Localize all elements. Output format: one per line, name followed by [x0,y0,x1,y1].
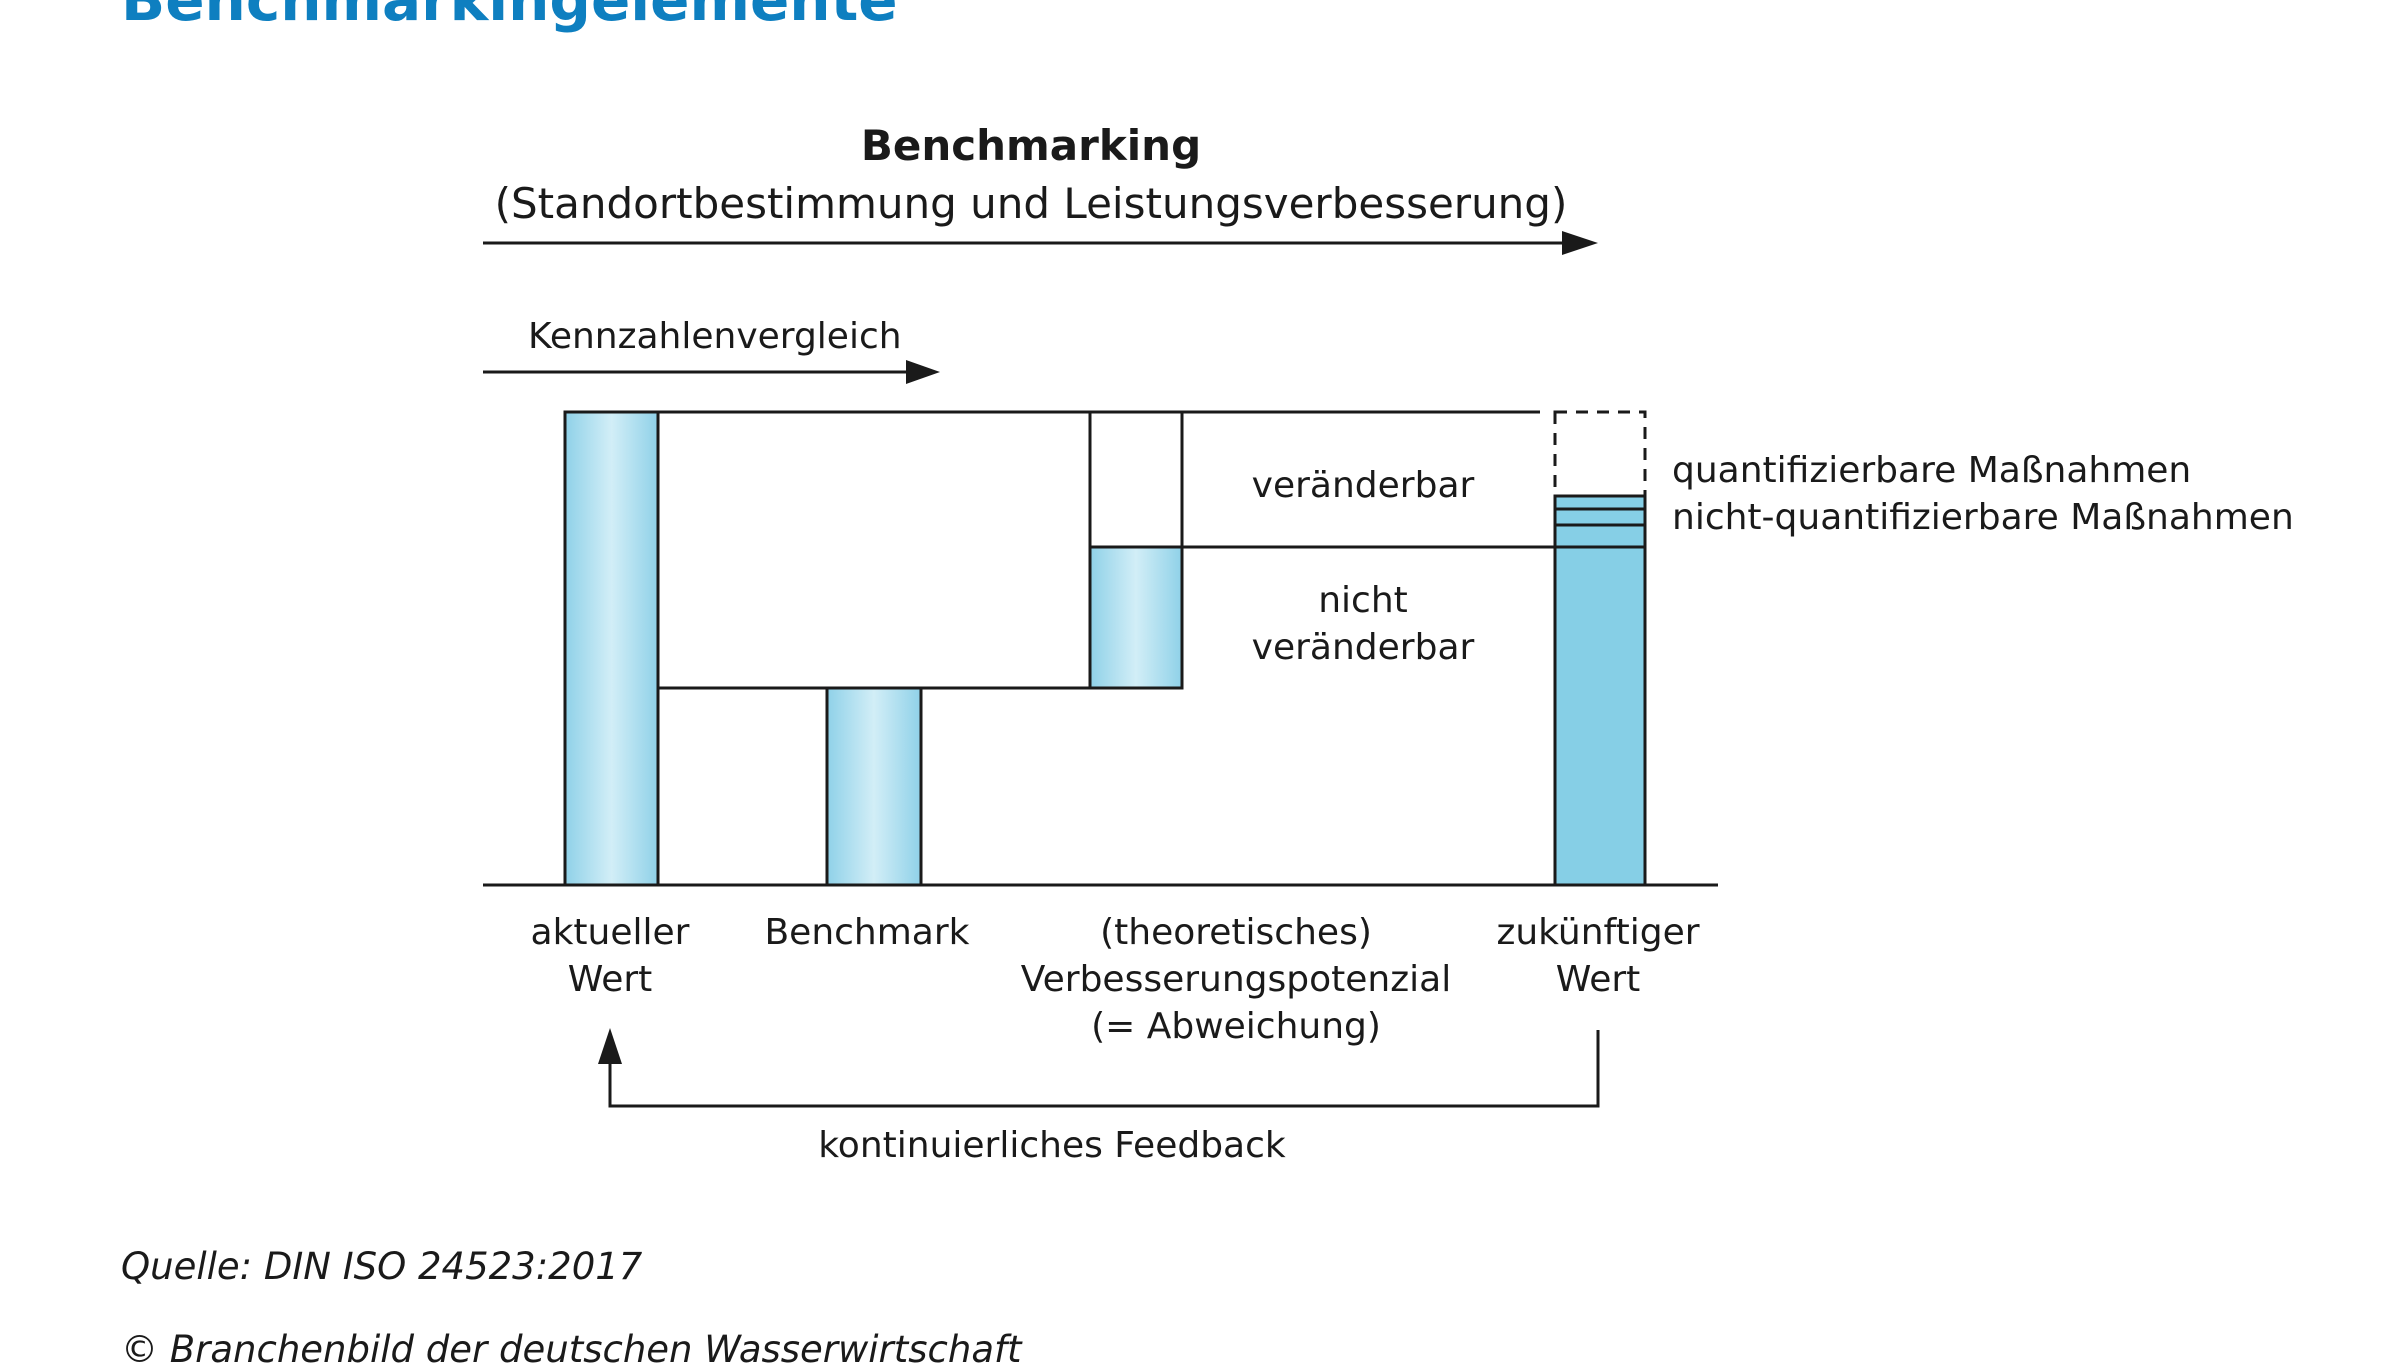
label-changeable: veränderbar [1252,465,1475,506]
diagram-title: Benchmarking [861,121,1201,170]
comparison-arrow-head-icon [906,360,940,384]
benchmarking-arrow-head-icon [1562,231,1598,255]
col1-label-1: aktueller [531,912,690,953]
col3-label-1: (theoretisches) [1100,912,1372,953]
col2-label-1: Benchmark [764,912,969,953]
bar-potential-changeable [1088,410,1184,549]
label-not-changeable-2: veränderbar [1252,627,1475,668]
comparison-arrow-label: Kennzahlenvergleich [528,316,902,357]
label-not-changeable-1: nicht [1318,580,1408,621]
source-note: Quelle: DIN ISO 24523:2017 [121,1245,643,1288]
col4-label-1: zukünftiger [1496,912,1699,953]
legend-non-quantifiable: nicht-quantifizierbare Maßnahmen [1672,497,2294,538]
page-heading: Benchmarkingelemente [121,0,898,34]
feedback-loop-line [608,1030,1600,1108]
bar-future-dashed [1553,410,1647,498]
feedback-label: kontinuierliches Feedback [818,1125,1286,1166]
bar-current-value [563,410,660,887]
legend-quantifiable: quantifizierbare Maßnahmen [1672,450,2191,491]
col3-label-2: Verbesserungspotenzial [1021,959,1451,1000]
bar-benchmark [825,686,923,887]
col4-label-2: Wert [1556,959,1641,1000]
diagram-subtitle: (Standortbestimmung und Leistungsverbess… [495,179,1568,228]
col1-label-2: Wert [568,959,653,1000]
bar-potential-not-changeable [1088,545,1184,690]
col3-label-3: (= Abweichung) [1091,1006,1381,1047]
bar-future-value [1553,494,1647,887]
feedback-arrow-head-icon [598,1028,622,1064]
